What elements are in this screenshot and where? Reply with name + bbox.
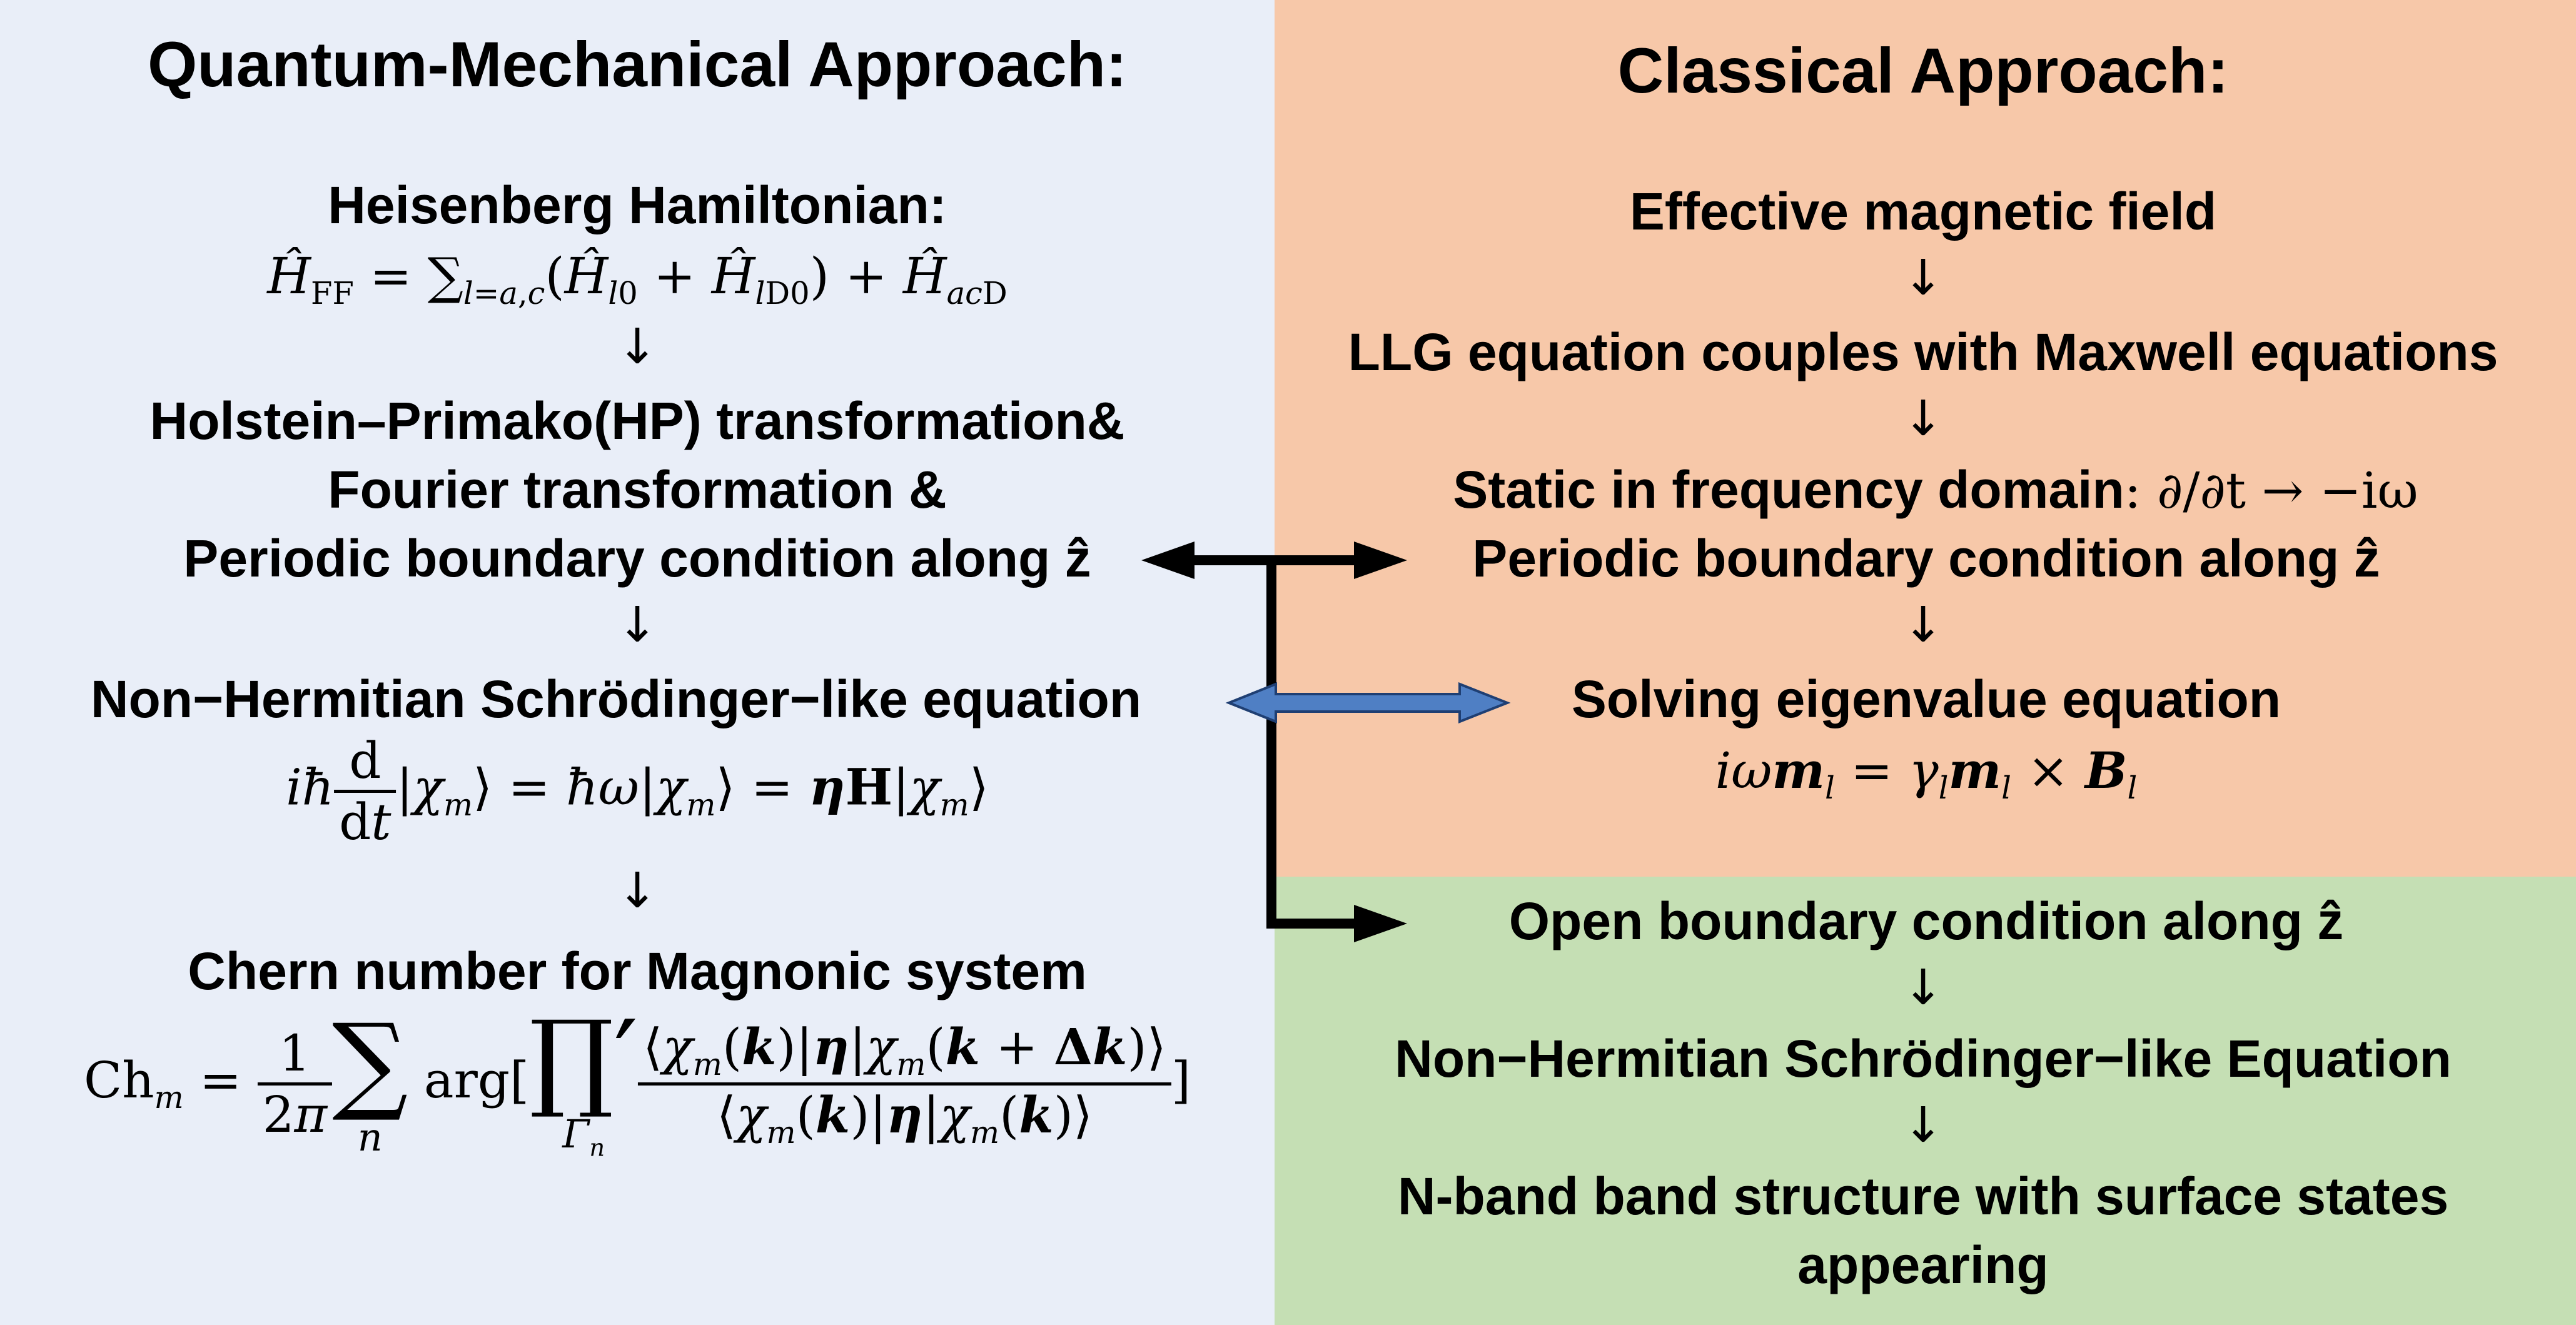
- hp-line-1: Holstein–Primako(HP) transformation&: [149, 391, 1125, 450]
- classical-panel: [1275, 0, 2576, 877]
- right-arrow-1: ↓: [1902, 250, 1944, 306]
- quantum-title: Quantum-Mechanical Approach:: [147, 29, 1128, 100]
- eigenvalue-label: Solving eigenvalue equation: [1571, 670, 2281, 728]
- open-boundary: Open boundary condition along ẑ: [1508, 892, 2344, 950]
- classical-title: Classical Approach:: [1617, 35, 2229, 106]
- right-arrow-5: ↓: [1902, 1097, 1944, 1154]
- right-pbc: Periodic boundary condition along ẑ: [1472, 529, 2380, 588]
- llg-maxwell: LLG equation couples with Maxwell equati…: [1348, 323, 2498, 381]
- right-nonhermitian: Non−Hermitian Schrödinger−like Equation: [1395, 1029, 2452, 1088]
- quantum-panel: [0, 0, 1275, 1325]
- left-arrow-3: ↓: [617, 863, 658, 919]
- equation-double-arrow: [1225, 682, 1511, 723]
- right-arrow-3: ↓: [1902, 597, 1944, 653]
- nband-line-1: N-band band structure with surface state…: [1397, 1167, 2449, 1226]
- hamiltonian-equation: ĤFF = ∑l=a,c(Ĥl0 + ĤlD0) + ĤacD: [267, 247, 1008, 311]
- eigenvalue-equation: iωml = γlml × Bl: [1715, 741, 2138, 806]
- left-nonhermitian: Non−Hermitian Schrödinger−like equation: [90, 670, 1142, 728]
- left-arrow-2: ↓: [617, 597, 658, 653]
- arrow-head-obc: [1354, 905, 1407, 942]
- arrow-head-right: [1354, 542, 1407, 579]
- hp-line-2: Fourier transformation &: [328, 460, 947, 519]
- open-boundary-panel: [1275, 877, 2576, 1325]
- effective-field: Effective magnetic field: [1629, 182, 2217, 241]
- chern-label: Chern number for Magnonic system: [188, 942, 1087, 1000]
- left-pbc: Periodic boundary condition along ẑ: [183, 529, 1091, 588]
- right-arrow-4: ↓: [1902, 960, 1944, 1016]
- hamiltonian-label: Heisenberg Hamiltonian:: [328, 176, 947, 234]
- nband-line-2: appearing: [1797, 1236, 2049, 1294]
- pbc-connector: [1141, 542, 1407, 942]
- right-arrow-2: ↓: [1902, 391, 1944, 447]
- left-arrow-1: ↓: [617, 319, 658, 375]
- static-equation: : ∂/∂t → −iω: [2124, 461, 2418, 520]
- static-label: Static in frequency domain: [1453, 460, 2124, 519]
- static-frequency: Static in frequency domain: ∂/∂t → −iω: [1453, 460, 2418, 520]
- arrow-head-left: [1141, 542, 1195, 579]
